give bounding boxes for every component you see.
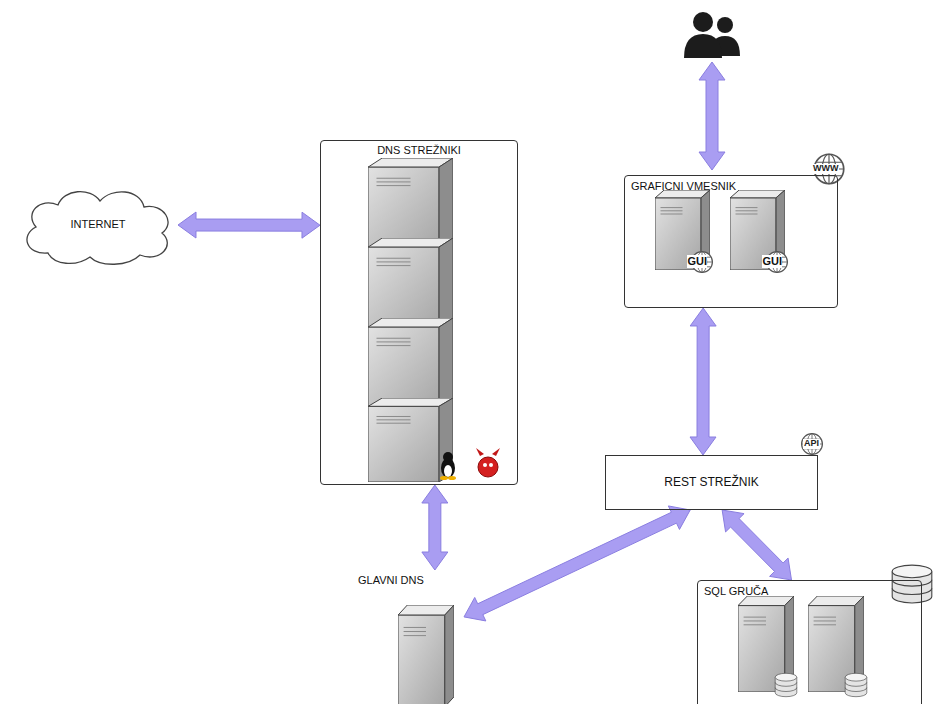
node-text: DNS STREŽNIKI [377,144,461,157]
linux-icon [440,452,456,480]
node-text: INTERNET [71,218,126,231]
double-arrow [422,485,448,570]
internet-cloud: INTERNET [18,183,178,267]
node-text: GRAFICNI VMESNIK [631,180,736,193]
process-box: REST STREŽNIK [605,455,818,510]
server-node: GLAVNI DNS [352,570,464,704]
double-arrow [722,510,791,580]
gui-server: GUI [731,191,789,273]
gui-server: GUI [656,191,714,273]
bsd-icon [476,448,500,477]
double-arrow [178,212,320,238]
double-arrow [464,506,690,621]
double-arrow [690,308,716,455]
group-box: DNS STREŽNIKI [320,140,518,485]
node-text: GUI [762,255,782,268]
node-text: GUI [687,255,707,268]
api-label: API [803,439,820,449]
group-box: SQL GRUČA [697,580,922,704]
node-text: SQL GRUČA [704,585,768,598]
www-label: WWW [812,164,839,174]
group-box: GRAFICNI VMESNIK GUI GUI [624,175,838,308]
dns-servers [368,158,453,482]
users-icon [684,12,740,58]
node-text: REST STREŽNIK [664,475,758,489]
user-arrow [699,62,725,170]
node-text: GLAVNI DNS [358,574,424,587]
